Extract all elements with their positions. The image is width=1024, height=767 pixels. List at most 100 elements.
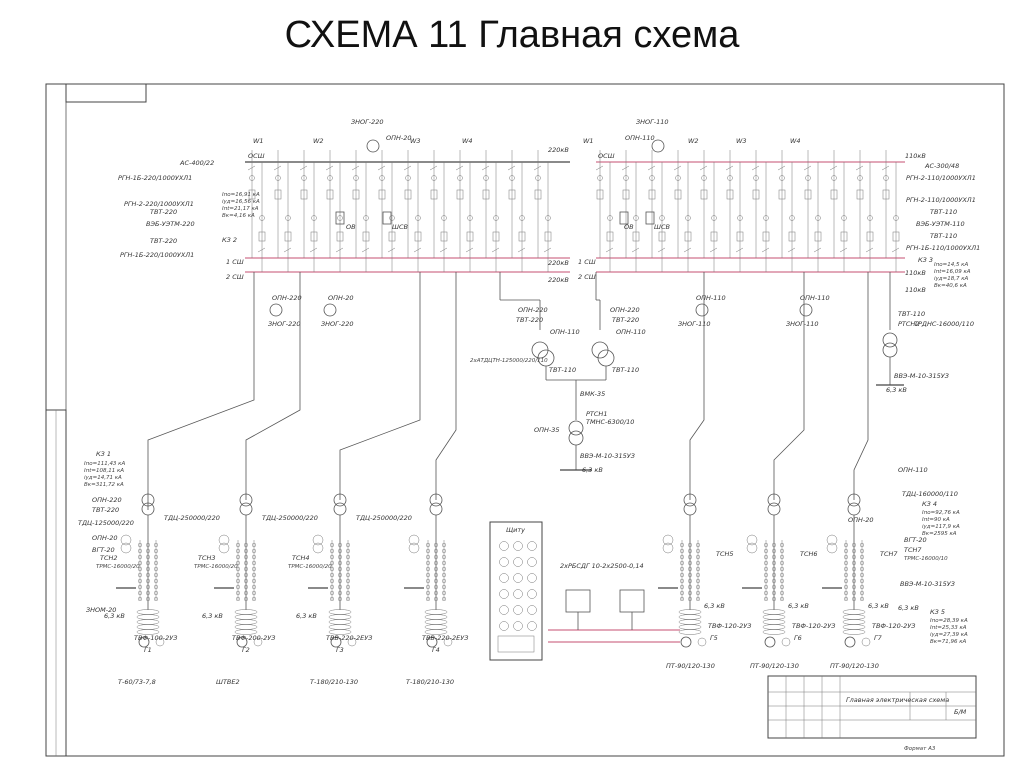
rtsn2-winding-1 [882,332,898,348]
bay-disconnector [507,165,516,171]
gen-ct [843,566,849,572]
gen-ct [687,590,693,596]
stamp-format: Формат А3 [904,746,936,752]
bay-ct [857,175,863,181]
bay-ct [633,215,639,221]
gen-ct [687,548,693,554]
line-w2-110: W2 [688,137,699,145]
generator-type-label: ТВФ-200-2УЗ [232,634,275,642]
gen-ct [425,590,431,596]
gen-ct [859,590,865,596]
gen-ct [425,548,431,554]
gen-ct [345,554,351,560]
kz3-value-1: Iпо=14,5 кА [934,262,969,268]
bay-breaker [430,189,438,200]
gen-winding-coil [842,629,866,635]
kz4-title: КЗ 4 [922,500,937,508]
kz4-tsn: ТСН7 [904,546,922,554]
bay-ct [779,175,785,181]
gen-ct [153,590,159,596]
aux-transformer-type: ТРМС-16000/20 [96,564,140,570]
gen-ct [763,584,769,590]
gen-ct [433,548,439,554]
generator-symbol [426,636,438,648]
gen-ct [687,578,693,584]
bay-breaker [710,231,718,242]
gen-ct [771,548,777,554]
aux-transformer [312,542,324,554]
opn-top-220: ОПН-20 [386,134,412,142]
generator-symbol [764,636,776,648]
reactor-1 [565,589,591,613]
stamp-sheet: Б/М [954,708,967,716]
gen-winding-coil [328,619,352,625]
at-type-label: 2хАТДЦТН-125000/220/110 [470,358,548,364]
kz5-value-1: Iпо=28,39 кА [930,618,968,624]
gen-ct [679,560,685,566]
legend-symbol [499,573,509,583]
gen-ct [851,578,857,584]
bay-disconnector [709,247,718,253]
legend-symbol [499,557,509,567]
gen-winding-coil [842,619,866,625]
bay-disconnector [855,165,864,171]
bay-disconnector [829,165,838,171]
line-w1-110: W1 [583,137,594,145]
gen-winding-coil [234,609,258,615]
gen-ct [137,584,143,590]
label-veb-220: ВЭБ-УЭТМ-220 [146,220,195,228]
bay-disconnector [813,247,822,253]
bay-ct [737,215,743,221]
gen-transformer-winding [333,502,347,516]
znog-2-symbol [323,303,337,317]
legend-symbol [527,621,537,631]
legend-symbol [527,589,537,599]
bay-ct [675,175,681,181]
bay-breaker [606,231,614,242]
bay-breaker [414,231,422,242]
gen-ct [763,590,769,596]
gen-transformer-label: ТДЦ-250000/220 [164,514,220,522]
gen-ct [251,590,257,596]
at2-opn220: ОПН-220 [610,306,640,314]
bay-disconnector [839,247,848,253]
gen-ct [763,548,769,554]
gen-ct [441,548,447,554]
gen-ct [843,554,849,560]
kz4-value-2: Iпt=90 кА [922,517,950,523]
at-tmns: ТМНС-6300/10 [586,418,634,426]
gen-ct [763,566,769,572]
label-rgn1b-220: РГН-1Б-220/1000УХЛ1 [118,174,192,182]
gen-ct [763,572,769,578]
gen-ct [425,572,431,578]
label-tvt-110-a: ТВТ-110 [930,208,957,216]
at-vmk35: ВМК-35 [580,390,605,398]
gen-ct [329,554,335,560]
legend-symbol [513,589,523,599]
kz1-title: КЗ 1 [96,450,111,458]
gen-ct [441,596,447,602]
gen-ct [779,572,785,578]
bay-ct [763,215,769,221]
line-w3-220: W3 [410,137,421,145]
gen-winding-coil [842,614,866,620]
bay-disconnector [751,165,760,171]
bay-disconnector [761,247,770,253]
turbine-type-label: ПТ-90/120-130 [830,662,879,670]
gen-winding-coil [678,609,702,615]
aux-transformer [408,542,420,554]
line-w2-220: W2 [313,137,324,145]
kz4-tdc: ТДЦ-160000/110 [902,490,958,498]
gen-ct [137,566,143,572]
bay-disconnector [891,247,900,253]
aux-transformer [312,534,324,546]
znog-bot1-220: ЗНОГ-220 [268,320,301,328]
kz3-value-4: Bк=40,6 кА [934,283,967,289]
kz4-value-1: Iпо=92,76 кА [922,510,960,516]
aux-transformer [120,534,132,546]
bay-disconnector [309,247,318,253]
bay-ct [415,215,421,221]
gen-ct [145,554,151,560]
bay-disconnector [657,247,666,253]
